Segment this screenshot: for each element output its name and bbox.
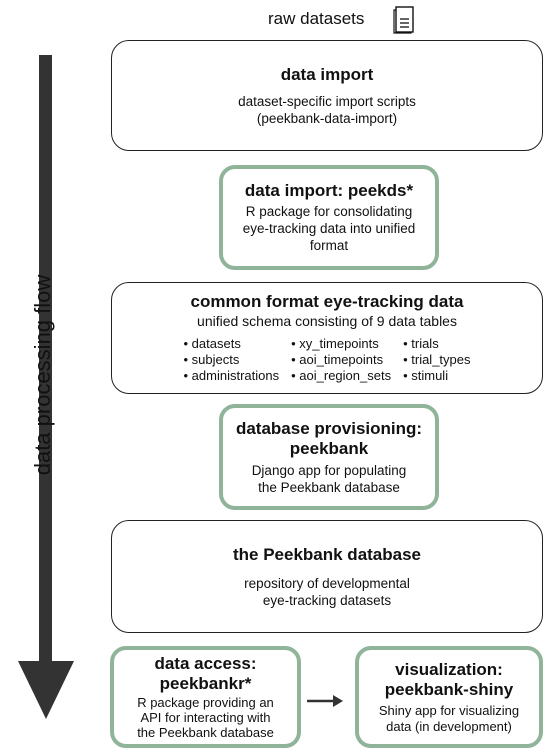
data-import-title: data import — [280, 64, 374, 84]
provisioning-desc-2: the Peekbank database — [258, 479, 400, 495]
peekds-desc-3: format — [309, 238, 349, 253]
right-arrow-icon — [307, 695, 343, 707]
visualization-title-1: visualization: — [395, 659, 503, 679]
provisioning-box: database provisioning: peekbank Django a… — [219, 404, 439, 510]
flow-label: data processing flow — [30, 274, 55, 476]
database-box: the Peekbank database repository of deve… — [111, 520, 543, 633]
database-desc-1: repository of developmental — [244, 575, 410, 591]
data-access-desc-3: the Peekbank database — [137, 725, 274, 740]
visualization-desc-1: Shiny app for visualizing — [378, 702, 520, 718]
common-format-subtitle: unified schema consisting of 9 data tabl… — [197, 313, 457, 329]
database-desc-2: eye-tracking datasets — [262, 592, 392, 608]
peekds-desc-1: R package for consolidating — [245, 204, 413, 219]
table-item: trials — [403, 336, 470, 352]
table-item: administrations — [184, 368, 279, 384]
flow-arrow — [18, 55, 74, 719]
table-item: datasets — [184, 336, 280, 352]
peekds-title: data import: peekds* — [244, 181, 414, 200]
data-import-desc-2: (peekbank-data-import) — [256, 110, 398, 126]
table-item: stimuli — [403, 368, 470, 384]
data-access-title-2: peekbankr* — [159, 674, 252, 693]
provisioning-title-2: peekbank — [289, 438, 369, 458]
data-import-desc-1: dataset-specific import scripts — [238, 93, 416, 109]
table-item: subjects — [184, 352, 280, 368]
table-item: aoi_region_sets — [291, 368, 391, 384]
raw-datasets-label: raw datasets — [268, 9, 365, 28]
table-item: trial_types — [403, 352, 470, 368]
data-import-box: data import dataset-specific import scri… — [111, 40, 543, 151]
document-icon — [393, 6, 414, 34]
provisioning-title-1: database provisioning: — [235, 418, 423, 438]
data-access-title-1: data access: — [154, 654, 257, 673]
peekds-desc-2: eye-tracking data into unified — [242, 221, 416, 236]
common-format-title: common format eye-tracking data — [190, 292, 464, 311]
database-title: the Peekbank database — [232, 544, 422, 564]
table-item: aoi_timepoints — [291, 352, 391, 368]
data-access-desc-1: R package providing an — [137, 695, 274, 710]
common-format-box: common format eye-tracking data unified … — [111, 282, 543, 394]
data-access-desc-2: API for interacting with — [140, 710, 271, 725]
visualization-desc-2: data (in development) — [386, 718, 512, 734]
provisioning-desc-1: Django app for populating — [251, 462, 407, 478]
table-item: xy_timepoints — [291, 336, 391, 352]
data-access-box: data access: peekbankr* R package provid… — [110, 646, 301, 748]
table-list: datasets subjects administrations xy_tim… — [184, 336, 471, 384]
visualization-box: visualization: peekbank-shiny Shiny app … — [355, 646, 543, 748]
visualization-title-2: peekbank-shiny — [384, 679, 514, 699]
peekds-box: data import: peekds* R package for conso… — [219, 165, 439, 270]
